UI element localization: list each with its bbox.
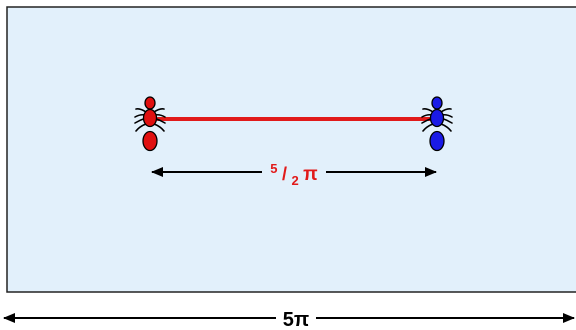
fraction-numerator: 5: [270, 161, 277, 176]
total-width-label: 5π: [283, 309, 309, 330]
fraction-denominator: 2: [291, 173, 298, 188]
track-panel: [6, 6, 576, 293]
pi-symbol: π: [303, 164, 318, 185]
inner-distance-label: 5 / 2 π: [270, 160, 318, 189]
fraction-slash: /: [282, 164, 287, 184]
ant-icon: [421, 96, 453, 152]
ant-icon: [134, 96, 166, 152]
